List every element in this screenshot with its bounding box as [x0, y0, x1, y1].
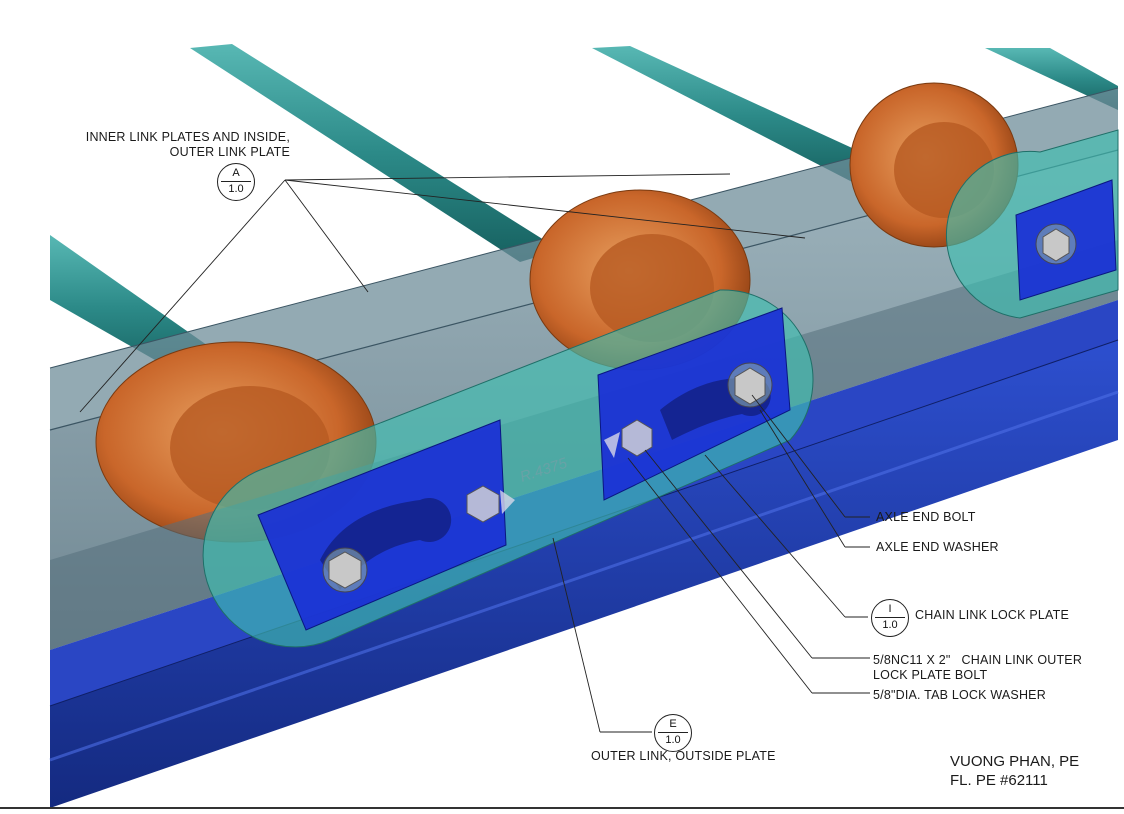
axle-end-bolt	[1035, 223, 1077, 265]
axle-end-bolt	[727, 362, 773, 408]
axle-rods	[50, 44, 1118, 380]
callout-axle-end-washer: AXLE END WASHER	[876, 540, 999, 554]
axle-rod	[985, 48, 1118, 110]
callout-line: INNER LINK PLATES AND INSIDE,	[85, 130, 290, 144]
engineer-name: VUONG PHAN, PE	[950, 753, 1080, 770]
leader-lines	[79, 173, 870, 733]
callout-tab-lock-washer: 5/8"DIA. TAB LOCK WASHER	[873, 688, 1046, 702]
bubble-letter: I	[888, 603, 892, 615]
bubble-sheet: 1.0	[665, 734, 681, 746]
axle-rod	[592, 46, 900, 186]
bubble-letter: A	[232, 167, 240, 179]
detail-bubble-a: A 1.0	[217, 163, 255, 201]
bubble-letter: E	[669, 718, 677, 730]
rail-groove	[49, 390, 1119, 762]
rail-face	[50, 340, 1118, 808]
callout-line: LOCK PLATE BOLT	[873, 668, 988, 682]
callout-inner-link-plates: INNER LINK PLATES AND INSIDE, OUTER LINK…	[80, 130, 290, 160]
bolts	[322, 223, 1077, 593]
lock-plate-bolt	[466, 485, 515, 523]
lock-plate-bolt	[604, 419, 653, 458]
bubble-sheet: 1.0	[228, 183, 244, 195]
callout-outer-link-outside-plate: OUTER LINK, OUTSIDE PLATE	[591, 749, 776, 763]
engineer-seal-block: VUONG PHAN, PE FL. PE #62111	[950, 752, 1079, 790]
detail-bubble-i: I 1.0	[871, 599, 909, 637]
callout-line: OUTER LINK PLATE	[169, 145, 290, 159]
bubble-sheet: 1.0	[882, 619, 898, 631]
callout-line: 5/8NC11 X 2" CHAIN LINK OUTER	[873, 653, 1083, 667]
callout-chain-link-lock-plate: CHAIN LINK LOCK PLATE	[915, 608, 1070, 622]
callout-outer-lock-plate-bolt: 5/8NC11 X 2" CHAIN LINK OUTER LOCK PLATE…	[873, 653, 1082, 683]
callout-axle-end-bolt: AXLE END BOLT	[876, 510, 976, 524]
axle-rod	[190, 44, 560, 262]
axle-end-bolt	[322, 547, 368, 593]
engineer-license: FL. PE #62111	[950, 772, 1048, 789]
detail-bubble-e: E 1.0	[654, 714, 692, 752]
